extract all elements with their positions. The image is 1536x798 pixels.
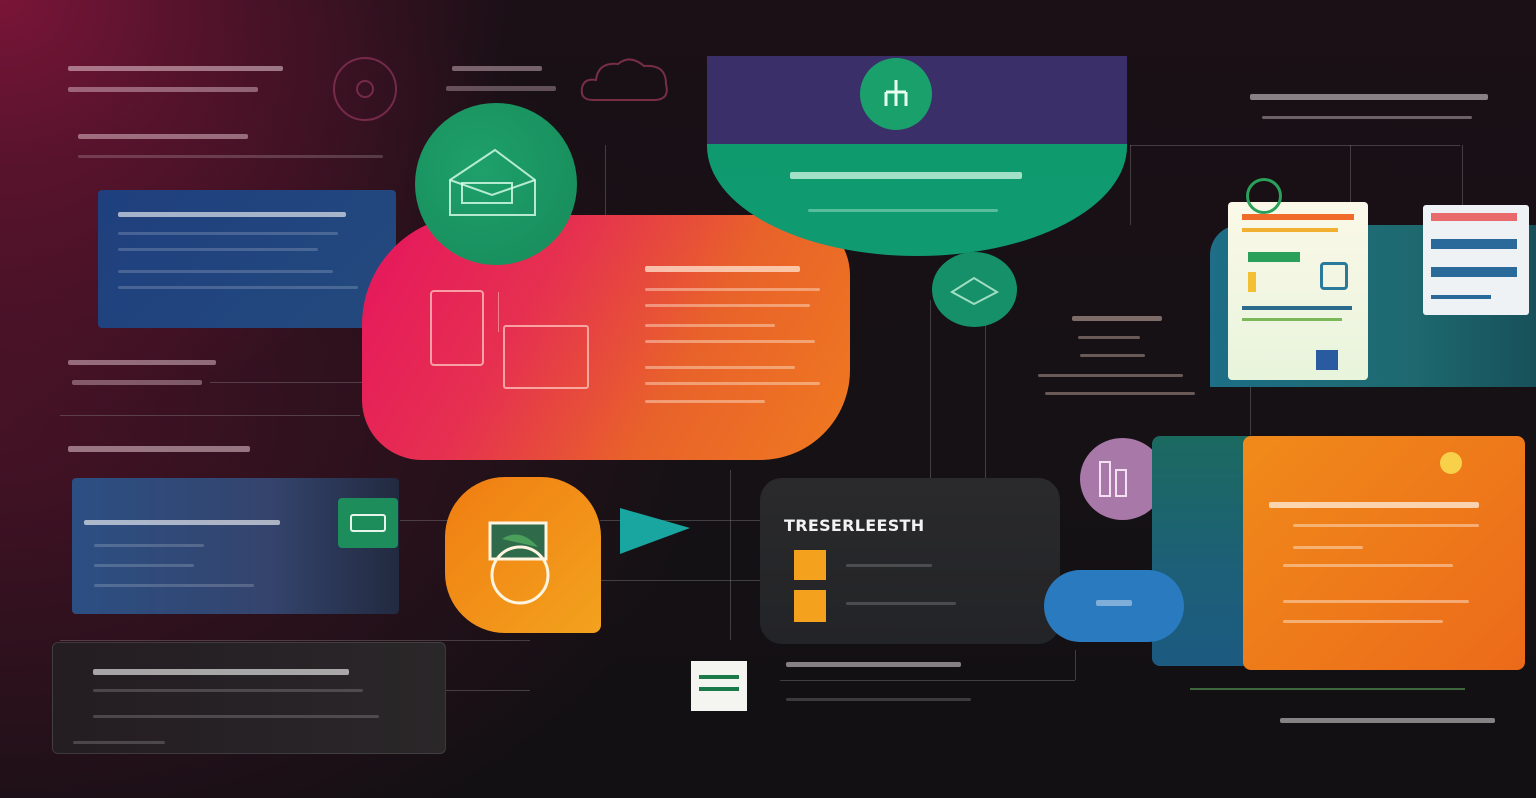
text-line bbox=[645, 266, 800, 272]
text-line bbox=[1072, 316, 1162, 321]
text-line bbox=[72, 380, 202, 385]
checklist-card: TRESERLEESTH bbox=[760, 478, 1060, 644]
connector-line bbox=[1250, 385, 1251, 435]
document-icon bbox=[691, 661, 747, 711]
text-line bbox=[1080, 354, 1145, 357]
chart-node bbox=[1080, 438, 1165, 520]
phone-icon bbox=[430, 290, 484, 366]
text-line bbox=[645, 304, 810, 307]
connector-line bbox=[985, 300, 986, 480]
connector-line bbox=[498, 292, 499, 332]
text-line bbox=[1038, 374, 1183, 377]
text-line bbox=[68, 87, 258, 92]
text-line bbox=[68, 360, 216, 365]
text-line bbox=[1078, 336, 1140, 339]
connector-line bbox=[400, 520, 450, 521]
connector-line bbox=[930, 300, 931, 480]
text-line bbox=[68, 446, 250, 452]
connector-line bbox=[1350, 145, 1351, 225]
monitor-icon bbox=[503, 325, 589, 389]
connector-line bbox=[780, 680, 1075, 681]
text-line bbox=[645, 400, 765, 403]
connector-line bbox=[60, 640, 530, 641]
text-line bbox=[645, 382, 820, 385]
text-line bbox=[1262, 116, 1472, 119]
hierarchy-icon bbox=[884, 80, 908, 106]
checkbox-icon bbox=[794, 550, 826, 580]
connector-line bbox=[730, 470, 731, 640]
checklist-title: TRESERLEESTH bbox=[784, 516, 925, 535]
shield-icon bbox=[488, 521, 550, 605]
target-icon bbox=[333, 57, 397, 121]
text-line bbox=[645, 366, 795, 369]
checkbox-icon bbox=[794, 590, 826, 622]
sync-node bbox=[932, 252, 1017, 327]
text-line bbox=[68, 66, 283, 71]
text-line bbox=[786, 698, 971, 701]
connector-line bbox=[1190, 688, 1465, 690]
blue-pill bbox=[1044, 570, 1184, 642]
connector-line bbox=[1075, 650, 1076, 680]
sync-icon bbox=[950, 276, 1000, 306]
connector-line bbox=[600, 520, 760, 521]
text-line bbox=[78, 155, 383, 158]
chat-icon-box bbox=[338, 498, 398, 548]
info-card-dark bbox=[52, 642, 446, 754]
text-line bbox=[452, 66, 542, 71]
text-line bbox=[808, 209, 998, 212]
connector-line bbox=[600, 580, 760, 581]
connector-line bbox=[1462, 145, 1463, 205]
arrow-icon bbox=[620, 508, 690, 554]
text-line bbox=[786, 662, 961, 667]
connector-line bbox=[1130, 145, 1460, 146]
connector-line bbox=[60, 415, 360, 416]
report-document bbox=[1228, 202, 1368, 380]
highlight-blob bbox=[362, 215, 850, 460]
star-icon bbox=[1440, 452, 1462, 474]
text-line bbox=[645, 324, 775, 327]
connector-line bbox=[210, 382, 370, 383]
text-line bbox=[78, 134, 248, 139]
text-line bbox=[1045, 392, 1195, 395]
info-card-blue bbox=[98, 190, 396, 328]
leaf-icon bbox=[1246, 178, 1282, 214]
text-line bbox=[1280, 718, 1495, 723]
bar-chart-icon bbox=[1099, 461, 1127, 497]
text-line bbox=[446, 86, 556, 91]
text-line bbox=[790, 172, 1022, 179]
connector-line bbox=[1130, 145, 1131, 225]
cloud-icon bbox=[580, 58, 668, 101]
envelope-icon bbox=[449, 148, 536, 216]
text-line bbox=[1250, 94, 1488, 100]
list-document bbox=[1423, 205, 1529, 315]
text-line bbox=[645, 288, 820, 291]
connector-line bbox=[605, 145, 606, 225]
text-line bbox=[645, 340, 815, 343]
target-icon-center bbox=[356, 80, 374, 98]
summary-card-orange bbox=[1243, 436, 1525, 670]
connector-line bbox=[440, 690, 530, 691]
